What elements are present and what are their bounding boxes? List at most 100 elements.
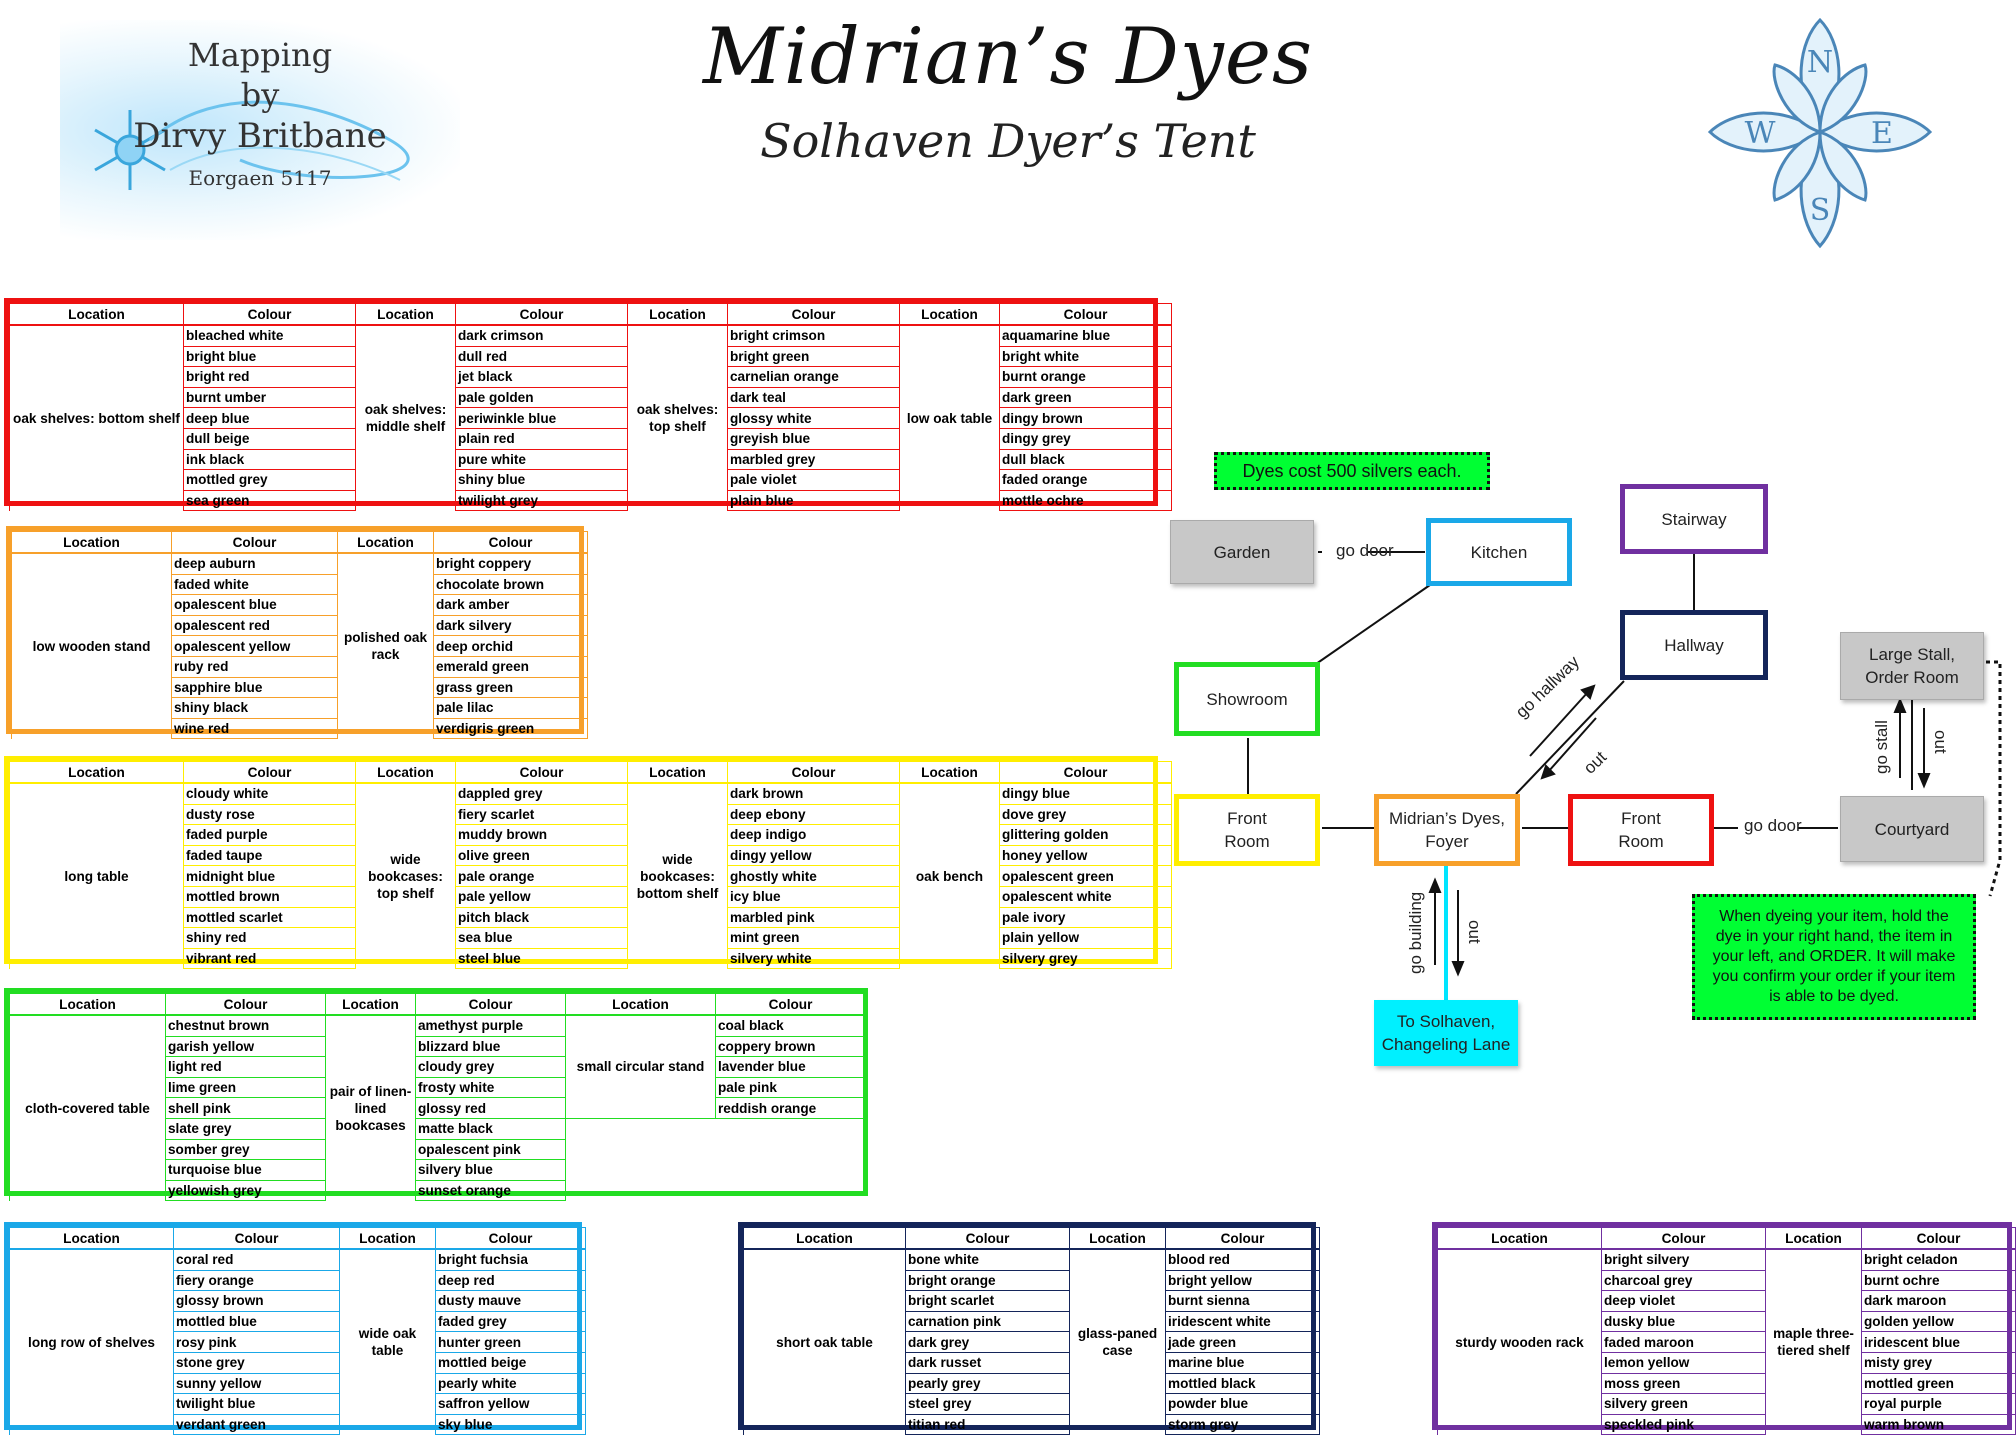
label-out-stall: out	[1931, 730, 1950, 754]
colour-cell: faded white	[171, 574, 338, 596]
colour-header: Colour	[1601, 1227, 1766, 1250]
colour-cell: royal purple	[1861, 1393, 2016, 1415]
colour-cell: greyish blue	[727, 428, 900, 450]
colour-cell: misty grey	[1861, 1352, 2016, 1374]
colour-cell: yellowish grey	[165, 1180, 326, 1202]
location-header: Location	[11, 531, 172, 554]
location-header: Location	[899, 303, 1000, 326]
location-cell: wide bookcases: top shelf	[355, 783, 456, 969]
colour-cell: opalescent pink	[415, 1139, 566, 1161]
location-cell: glass-paned case	[1069, 1249, 1166, 1435]
location-cell: cloth-covered table	[9, 1015, 166, 1201]
room-garden[interactable]: Garden	[1170, 520, 1314, 584]
colour-cell: opalescent red	[171, 615, 338, 637]
location-cell: wide oak table	[339, 1249, 436, 1435]
colour-cell: reddish orange	[715, 1097, 866, 1119]
colour-cell: golden yellow	[1861, 1311, 2016, 1333]
location-header: Location	[627, 303, 728, 326]
colour-cell: dull red	[455, 346, 628, 368]
room-front-room-left[interactable]: Front Room	[1174, 794, 1320, 866]
room-hallway[interactable]: Hallway	[1620, 610, 1768, 680]
colour-cell: deep violet	[1601, 1290, 1766, 1312]
compass-n: N	[1807, 45, 1833, 80]
colour-cell: turquoise blue	[165, 1159, 326, 1181]
colour-cell: iridescent blue	[1861, 1331, 2016, 1353]
room-foyer[interactable]: Midrian’s Dyes, Foyer	[1374, 794, 1520, 866]
colour-cell: opalescent white	[999, 886, 1172, 908]
colour-cell: emerald green	[433, 656, 588, 678]
colour-cell: ruby red	[171, 656, 338, 678]
label-go-building: go building	[1406, 891, 1425, 974]
colour-cell: plain red	[455, 428, 628, 450]
colour-cell: blizzard blue	[415, 1036, 566, 1058]
location-cell: small circular stand	[565, 1015, 716, 1119]
colour-cell: hunter green	[435, 1331, 586, 1353]
credit-mapping: Mapping	[187, 36, 333, 74]
colour-cell: dark crimson	[455, 325, 628, 347]
colour-header: Colour	[183, 761, 356, 784]
colour-cell: mottled blue	[173, 1311, 340, 1333]
colour-cell: vibrant red	[183, 948, 356, 970]
room-courtyard[interactable]: Courtyard	[1840, 796, 1984, 862]
room-kitchen[interactable]: Kitchen	[1426, 518, 1572, 586]
colour-cell: bleached white	[183, 325, 356, 347]
colour-header: Colour	[415, 993, 566, 1016]
colour-cell: olive green	[455, 845, 628, 867]
credit-by: by	[240, 76, 280, 114]
colour-cell: jet black	[455, 366, 628, 388]
colour-cell: deep orchid	[433, 635, 588, 657]
location-cell: sturdy wooden rack	[1437, 1249, 1602, 1435]
room-to-solhaven[interactable]: To Solhaven, Changeling Lane	[1374, 1000, 1518, 1066]
colour-cell: bright coppery	[433, 553, 588, 575]
colour-cell: dark russet	[905, 1352, 1070, 1374]
location-header: Location	[743, 1227, 906, 1250]
colour-cell: sunset orange	[415, 1180, 566, 1202]
colour-cell: mint green	[727, 927, 900, 949]
colour-cell: dull black	[999, 449, 1172, 471]
colour-cell: chestnut brown	[165, 1015, 326, 1037]
colour-cell: honey yellow	[999, 845, 1172, 867]
colour-cell: pale violet	[727, 469, 900, 491]
colour-cell: coal black	[715, 1015, 866, 1037]
colour-cell: glossy brown	[173, 1290, 340, 1312]
colour-cell: garish yellow	[165, 1036, 326, 1058]
compass-rose-icon: N S W E	[1690, 10, 1950, 255]
colour-cell: pale golden	[455, 387, 628, 409]
colour-cell: lavender blue	[715, 1056, 866, 1078]
location-cell: oak shelves: middle shelf	[355, 325, 456, 511]
room-large-stall[interactable]: Large Stall, Order Room	[1840, 632, 1984, 700]
cost-note: Dyes cost 500 silvers each.	[1214, 452, 1490, 490]
colour-cell: burnt ochre	[1861, 1270, 2016, 1292]
room-front-room-right[interactable]: Front Room	[1568, 794, 1714, 866]
room-stairway[interactable]: Stairway	[1620, 484, 1768, 554]
colour-cell: lemon yellow	[1601, 1352, 1766, 1374]
colour-cell: stone grey	[173, 1352, 340, 1374]
compass-e: E	[1871, 116, 1893, 151]
page-title: Midrian’s Dyes	[702, 12, 1314, 102]
room-showroom[interactable]: Showroom	[1174, 662, 1320, 736]
